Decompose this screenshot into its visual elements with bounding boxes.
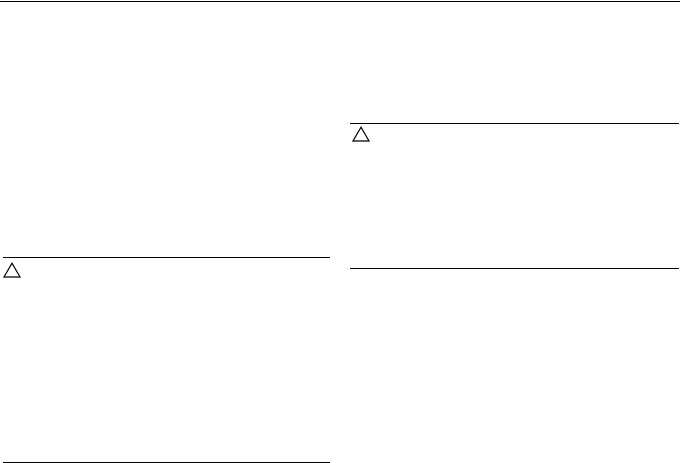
page-header-rule bbox=[0, 1, 680, 2]
warning-triangle-icon bbox=[352, 126, 370, 142]
warning-triangle-icon bbox=[3, 262, 21, 278]
warning-block-top-rule bbox=[3, 257, 330, 258]
warning-triangle-icon-svg bbox=[352, 126, 370, 142]
warning-block-bottom-rule bbox=[350, 268, 679, 269]
warning-block-top-rule bbox=[350, 123, 679, 124]
warning-triangle-icon-svg bbox=[3, 262, 21, 278]
